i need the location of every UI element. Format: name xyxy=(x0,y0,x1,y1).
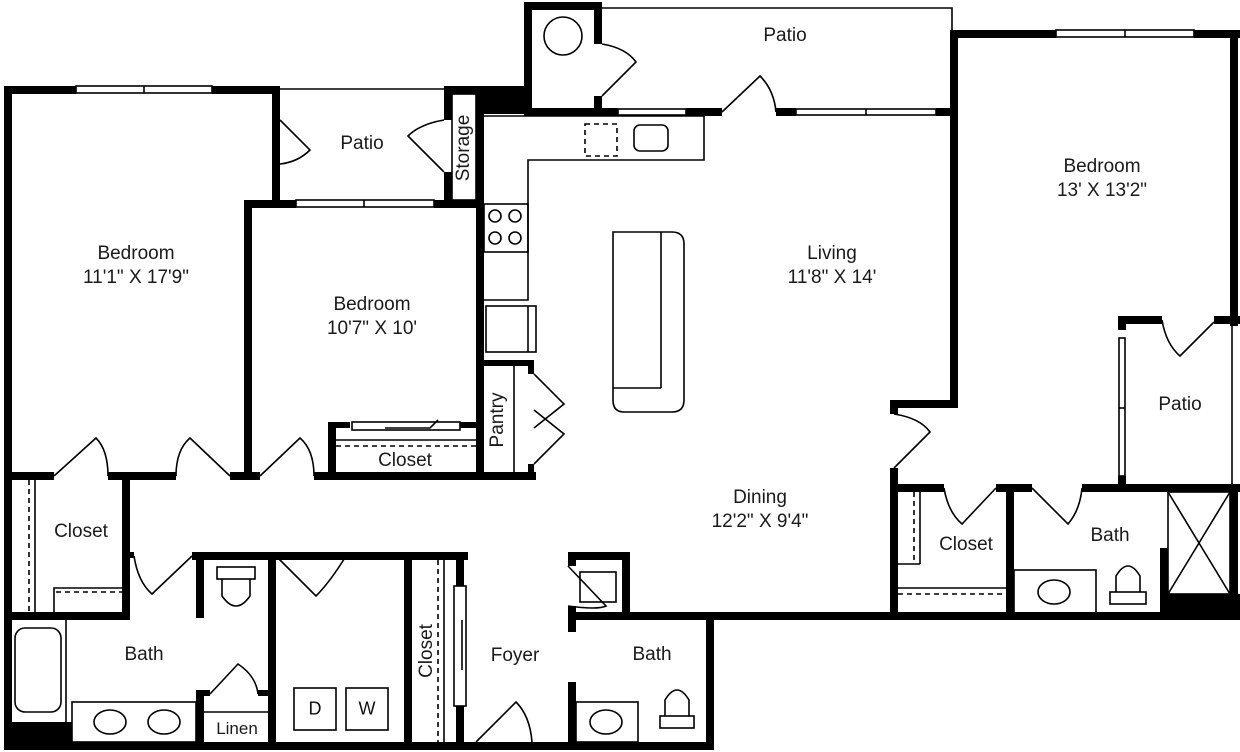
room-label-living: Living 11'8" X 14' xyxy=(788,242,877,290)
label-foyer: Foyer xyxy=(490,645,540,666)
room-name: Bedroom xyxy=(1063,156,1141,177)
label-closet-bedroom-2: Closet xyxy=(378,450,432,471)
room-dimensions: 10'7" X 10' xyxy=(326,318,418,339)
label-bath-left: Bath xyxy=(124,644,164,665)
room-name: Dining xyxy=(733,487,787,508)
room-label-dining: Dining 12'2" X 9'4" xyxy=(712,486,809,534)
room-name: Bedroom xyxy=(97,243,175,264)
room-dimensions: 11'1" X 17'9" xyxy=(83,267,189,288)
label-patio-top: Patio xyxy=(763,25,807,46)
room-dimensions: 11'8" X 14' xyxy=(787,267,877,288)
room-label-bedroom-3: Bedroom 13' X 13'2" xyxy=(1057,155,1147,203)
label-closet-foyer: Closet xyxy=(416,624,437,678)
label-closet-left: Closet xyxy=(54,521,108,542)
label-linen: Linen xyxy=(216,719,258,738)
room-label-bedroom-2: Bedroom 10'7" X 10' xyxy=(327,293,417,341)
room-dimensions: 13' X 13'2" xyxy=(1056,180,1148,201)
label-pantry: Pantry xyxy=(487,392,508,448)
label-closet-right: Closet xyxy=(939,534,993,555)
room-dimensions: 12'2" X 9'4" xyxy=(711,511,809,532)
room-label-bedroom-1: Bedroom 11'1" X 17'9" xyxy=(83,242,189,290)
label-storage: Storage xyxy=(453,114,474,182)
label-patio-right: Patio xyxy=(1158,394,1202,415)
walls xyxy=(4,2,1240,750)
thin-lines xyxy=(14,7,1233,743)
room-name: Living xyxy=(807,243,857,264)
dryer-icon: D xyxy=(308,698,322,719)
room-name: Bedroom xyxy=(333,294,411,315)
washer-icon: W xyxy=(358,698,376,719)
label-bath-right: Bath xyxy=(1090,525,1130,546)
label-bath-foyer: Bath xyxy=(632,644,672,665)
doors xyxy=(53,43,1215,743)
label-patio-left: Patio xyxy=(340,133,384,154)
